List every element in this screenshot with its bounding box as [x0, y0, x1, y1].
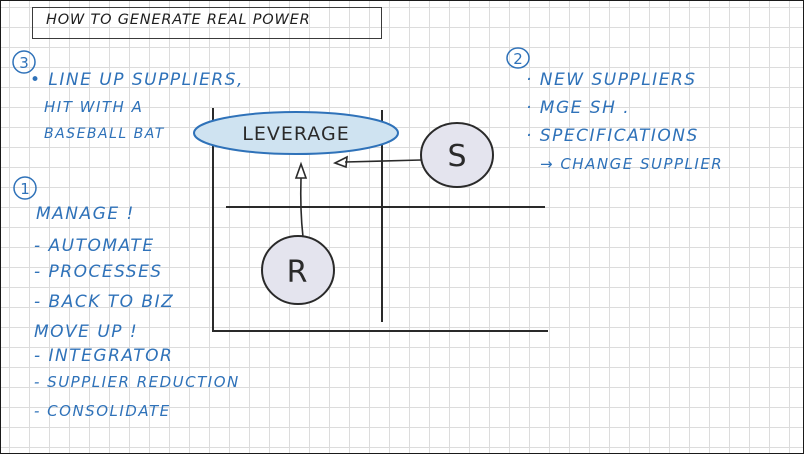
manage-item-back-to-biz: - BACK TO BIZ — [34, 292, 175, 312]
section-3-line-1: • LINE UP SUPPLIERS, — [30, 70, 244, 90]
r-label: R — [287, 255, 308, 290]
number-circle-3 — [12, 50, 36, 74]
leverage-label: LEVERAGE — [242, 123, 349, 145]
arrow-r-line — [299, 177, 304, 238]
leverage-bubble — [193, 111, 399, 155]
section-3-line-3: BASEBALL BAT — [44, 126, 165, 142]
manage-item-automate: - AUTOMATE — [34, 236, 155, 256]
section-2-item-2: · MGE SH . — [526, 98, 631, 118]
r-circle — [261, 235, 335, 305]
section-1-number: 1 — [20, 180, 30, 198]
section-2-item-3: · SPECIFICATIONS — [526, 126, 699, 146]
number-circle-1 — [13, 176, 37, 200]
page-title: HOW TO GENERATE REAL POWER — [46, 12, 311, 28]
section-2-item-4: → CHANGE SUPPLIER — [540, 155, 724, 173]
arrow-s-line — [344, 159, 422, 163]
arrow-s-head — [332, 155, 348, 169]
section-2-number: 2 — [513, 50, 523, 68]
move-up-item-integrator: - INTEGRATOR — [34, 346, 174, 366]
number-circle-2 — [506, 47, 530, 69]
move-up-heading: MOVE UP ! — [34, 322, 139, 342]
move-up-item-supplier-reduction: - SUPPLIER REDUCTION — [34, 373, 240, 391]
arrow-r-head — [294, 161, 308, 179]
manage-heading: MANAGE ! — [36, 204, 135, 224]
title-box — [32, 7, 382, 39]
section-3-number: 3 — [19, 54, 29, 72]
move-up-item-consolidate: - CONSOLIDATE — [34, 402, 171, 420]
s-circle — [420, 122, 494, 188]
manage-item-processes: - PROCESSES — [34, 262, 163, 282]
s-label: S — [447, 139, 466, 174]
section-2-item-1: · NEW SUPPLIERS — [526, 70, 697, 90]
section-3-line-2: HIT WITH A — [44, 98, 144, 116]
